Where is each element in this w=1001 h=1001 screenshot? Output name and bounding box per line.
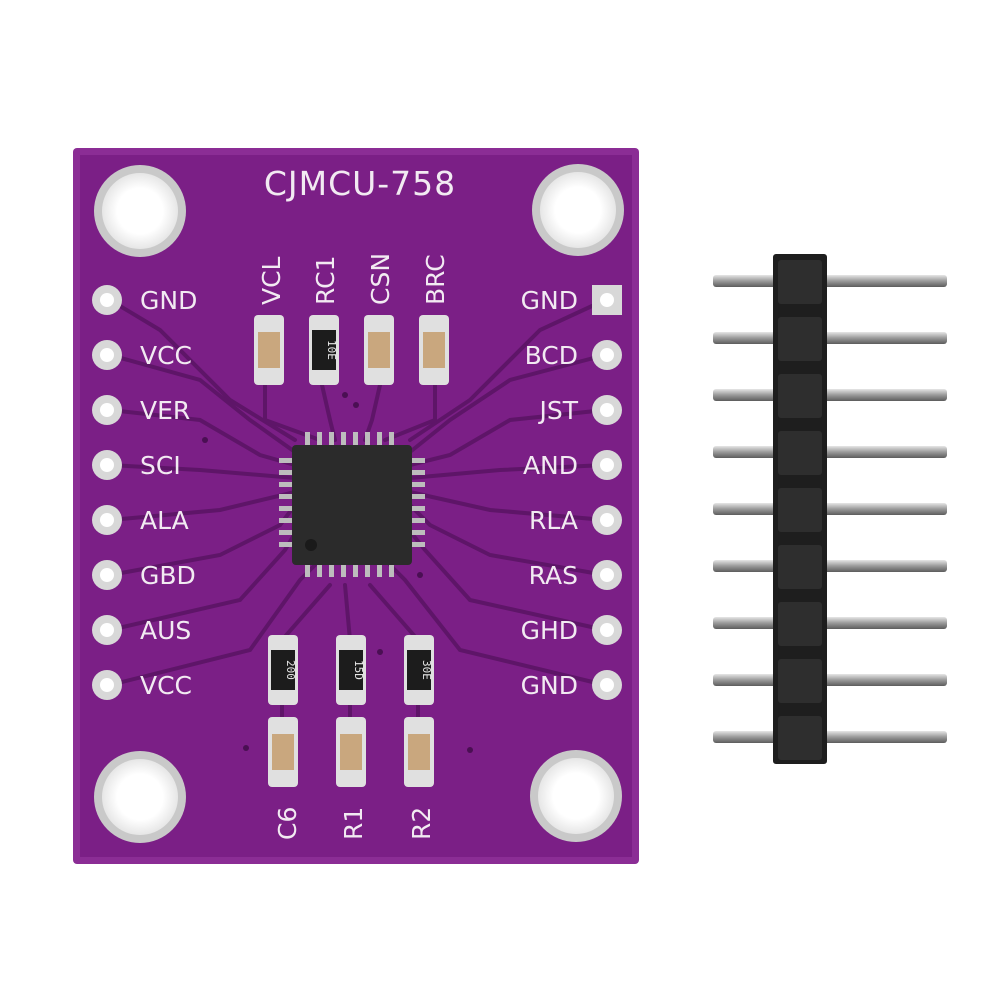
left-pin-label: AUS <box>140 616 191 645</box>
resistor-code: 200 <box>284 660 297 680</box>
pcb-vias <box>202 392 473 753</box>
component-label-r2: R2 <box>407 807 436 840</box>
header-plastic-body <box>773 254 827 764</box>
component-label-c6: C6 <box>273 807 302 840</box>
right-pin-label: RLA <box>529 506 578 535</box>
component-label-rc1: RC1 <box>311 256 340 306</box>
component-label-vcl: VCL <box>257 256 286 305</box>
mounting-hole-top-right <box>532 164 624 256</box>
right-pin: GHD <box>521 615 622 645</box>
component-label-brc: BRC <box>421 254 450 305</box>
pin-header <box>713 254 947 764</box>
right-pin-label: GND <box>521 671 578 700</box>
left-pin: SCI <box>92 450 181 480</box>
left-pin-label: VCC <box>140 671 192 700</box>
right-pin: AND <box>523 450 622 480</box>
right-pin-label: RAS <box>529 561 578 590</box>
left-pin-label: VER <box>140 396 190 425</box>
bottom-component-labels: C6 R1 R2 <box>273 807 436 840</box>
main-ic-chip <box>279 432 425 577</box>
smd-capacitor-c6 <box>268 717 298 787</box>
component-label-r1: R1 <box>339 807 368 840</box>
smd-capacitor-vcl <box>254 315 284 385</box>
right-pin: BCD <box>525 340 622 370</box>
smd-resistor-rc1: 10E <box>309 315 339 385</box>
smd-resistor-c6-upper: 200 <box>268 635 298 705</box>
right-pin-label: GND <box>521 286 578 315</box>
smd-capacitor-r2 <box>404 717 434 787</box>
board-title: CJMCU-758 <box>264 164 456 203</box>
bottom-smd-components: 200 15D 30E <box>268 635 434 787</box>
right-pin: RLA <box>529 505 622 535</box>
mounting-hole-bottom-left <box>94 751 186 843</box>
right-pin: GND <box>521 285 622 315</box>
right-pin: RAS <box>529 560 622 590</box>
left-pin-label: VCC <box>140 341 192 370</box>
left-pin: GND <box>92 285 197 315</box>
left-pin-label: ALA <box>140 506 189 535</box>
smd-resistor-r2-upper: 30E <box>404 635 434 705</box>
resistor-code: 15D <box>352 660 365 680</box>
right-pin-label: JST <box>537 396 578 425</box>
resistor-code: 10E <box>325 340 338 360</box>
right-pin-label: BCD <box>525 341 578 370</box>
left-pin: VCC <box>92 340 192 370</box>
left-pin: GBD <box>92 560 196 590</box>
resistor-code: 30E <box>420 660 433 680</box>
smd-resistor-r1-upper: 15D <box>336 635 366 705</box>
right-pin-column: GND BCD JST AND RLA RAS <box>521 285 622 700</box>
left-pin: VER <box>92 395 190 425</box>
mounting-hole-top-left <box>94 165 186 257</box>
smd-capacitor-csn <box>364 315 394 385</box>
smd-capacitor-r1 <box>336 717 366 787</box>
header-pins <box>713 275 947 743</box>
right-pin-label: AND <box>523 451 578 480</box>
left-pin: ALA <box>92 505 189 535</box>
left-pin: VCC <box>92 670 192 700</box>
left-pin-label: SCI <box>140 451 181 480</box>
left-pin-column: GND VCC VER SCI ALA GBD <box>92 285 197 700</box>
top-smd-components: 10E <box>254 315 449 385</box>
mounting-hole-bottom-right <box>530 750 622 842</box>
smd-capacitor-brc <box>419 315 449 385</box>
right-pin-label: GHD <box>521 616 578 645</box>
component-label-csn: CSN <box>366 253 395 305</box>
left-pin-label: GBD <box>140 561 196 590</box>
right-pin: GND <box>521 670 622 700</box>
left-pin: AUS <box>92 615 191 645</box>
pcb-board: CJMCU-758 GND VCC VER SCI ALA <box>73 148 639 864</box>
left-pin-label: GND <box>140 286 197 315</box>
right-pin: JST <box>537 395 622 425</box>
top-component-labels: VCL RC1 CSN BRC <box>257 253 450 305</box>
